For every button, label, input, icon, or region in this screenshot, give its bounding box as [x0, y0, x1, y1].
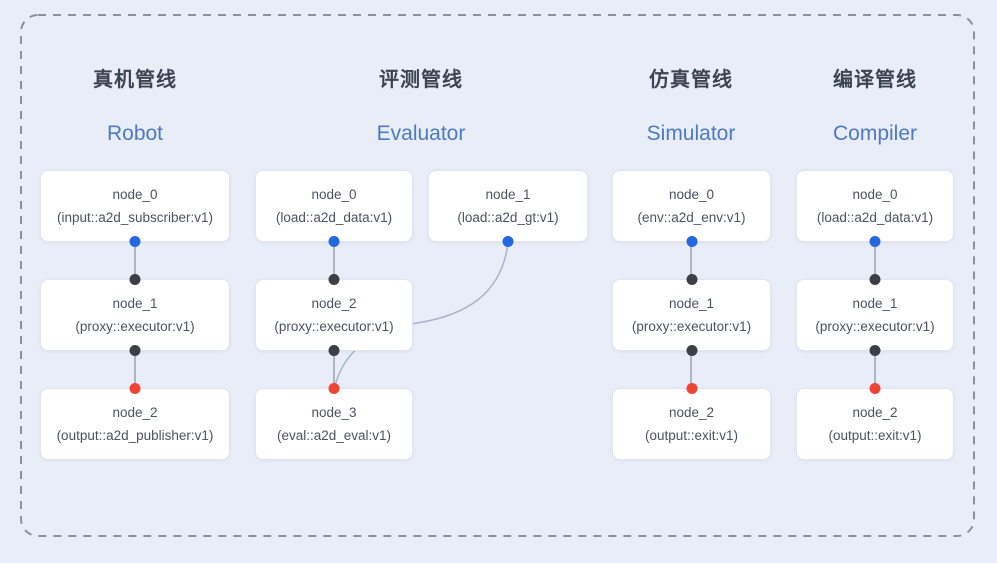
output-port — [129, 236, 141, 247]
pipeline-title-zh-simulator: 仿真管线 — [649, 69, 733, 91]
node-robot-0: node_0 (input::a2d_subscriber:v1) — [40, 170, 230, 247]
node-evaluator-2: node_2 (proxy::executor:v1) — [255, 274, 413, 356]
node-evaluator-0: node_0 (load::a2d_data:v1) — [255, 170, 413, 247]
node-compiler-2: node_2 (output::exit:v1) — [796, 383, 954, 460]
node-evaluator-3: node_3 (eval::a2d_eval:v1) — [255, 383, 413, 460]
output-port — [686, 345, 697, 356]
node-name: node_0 — [112, 187, 158, 202]
dashed-border — [20, 14, 975, 537]
output-port — [328, 236, 340, 247]
node-detail: (output::exit:v1) — [644, 428, 739, 443]
node-evaluator-1: node_1 (load::a2d_gt:v1) — [428, 170, 588, 247]
input-port — [129, 383, 141, 394]
node-detail: (output::a2d_publisher:v1) — [56, 428, 214, 443]
output-port — [869, 236, 881, 247]
pipeline-title-en-evaluator: Evaluator — [376, 122, 466, 145]
node-detail: (proxy::executor:v1) — [815, 319, 935, 334]
node-detail: (load::a2d_data:v1) — [816, 210, 934, 225]
node-compiler-0: node_0 (load::a2d_data:v1) — [796, 170, 954, 247]
edge-evaluator-1-3-curve — [334, 243, 509, 387]
node-detail: (proxy::executor:v1) — [274, 319, 394, 334]
input-port — [869, 274, 881, 285]
node-name: node_2 — [311, 296, 357, 311]
output-port — [686, 236, 697, 247]
node-name: node_2 — [668, 405, 715, 420]
output-port — [129, 345, 141, 356]
pipeline-title-en-compiler: Compiler — [832, 122, 918, 145]
input-port — [328, 383, 340, 394]
node-detail: (load::a2d_gt:v1) — [457, 210, 559, 225]
pipeline-title-zh-compiler: 编译管线 — [833, 69, 917, 91]
input-port — [686, 274, 697, 285]
pipeline-title-en-simulator: Simulator — [646, 122, 736, 145]
input-port — [686, 383, 697, 394]
node-name: node_2 — [852, 405, 898, 420]
node-compiler-1: node_1 (proxy::executor:v1) — [796, 274, 954, 356]
node-name: node_0 — [311, 187, 357, 202]
node-name: node_3 — [311, 405, 357, 420]
node-name: node_1 — [668, 296, 715, 311]
pipeline-title-en-robot: Robot — [106, 122, 164, 145]
node-detail: (env::a2d_env:v1) — [637, 210, 746, 225]
node-detail: (output::exit:v1) — [828, 428, 922, 443]
node-name: node_2 — [112, 405, 158, 420]
node-detail: (load::a2d_data:v1) — [275, 210, 393, 225]
node-robot-1: node_1 (proxy::executor:v1) — [40, 274, 230, 356]
pipeline-title-zh-evaluator: 评测管线 — [379, 69, 463, 91]
node-detail: (proxy::executor:v1) — [75, 319, 195, 334]
output-port — [328, 345, 340, 356]
input-port — [869, 383, 881, 394]
input-port — [328, 274, 340, 285]
node-detail: (proxy::executor:v1) — [631, 319, 752, 334]
node-detail: (input::a2d_subscriber:v1) — [56, 210, 214, 225]
input-port — [129, 274, 141, 285]
node-simulator-0: node_0 (env::a2d_env:v1) — [612, 170, 771, 247]
node-detail: (eval::a2d_eval:v1) — [276, 428, 392, 443]
pipeline-title-zh-robot: 真机管线 — [93, 69, 177, 91]
node-name: node_1 — [485, 187, 531, 202]
node-simulator-2: node_2 (output::exit:v1) — [612, 383, 771, 460]
node-simulator-1: node_1 (proxy::executor:v1) — [612, 274, 771, 356]
output-port — [502, 236, 514, 247]
node-name: node_0 — [852, 187, 898, 202]
node-name: node_1 — [112, 296, 158, 311]
node-name: node_1 — [852, 296, 898, 311]
node-robot-2: node_2 (output::a2d_publisher:v1) — [40, 383, 230, 460]
node-name: node_0 — [668, 187, 715, 202]
output-port — [869, 345, 881, 356]
